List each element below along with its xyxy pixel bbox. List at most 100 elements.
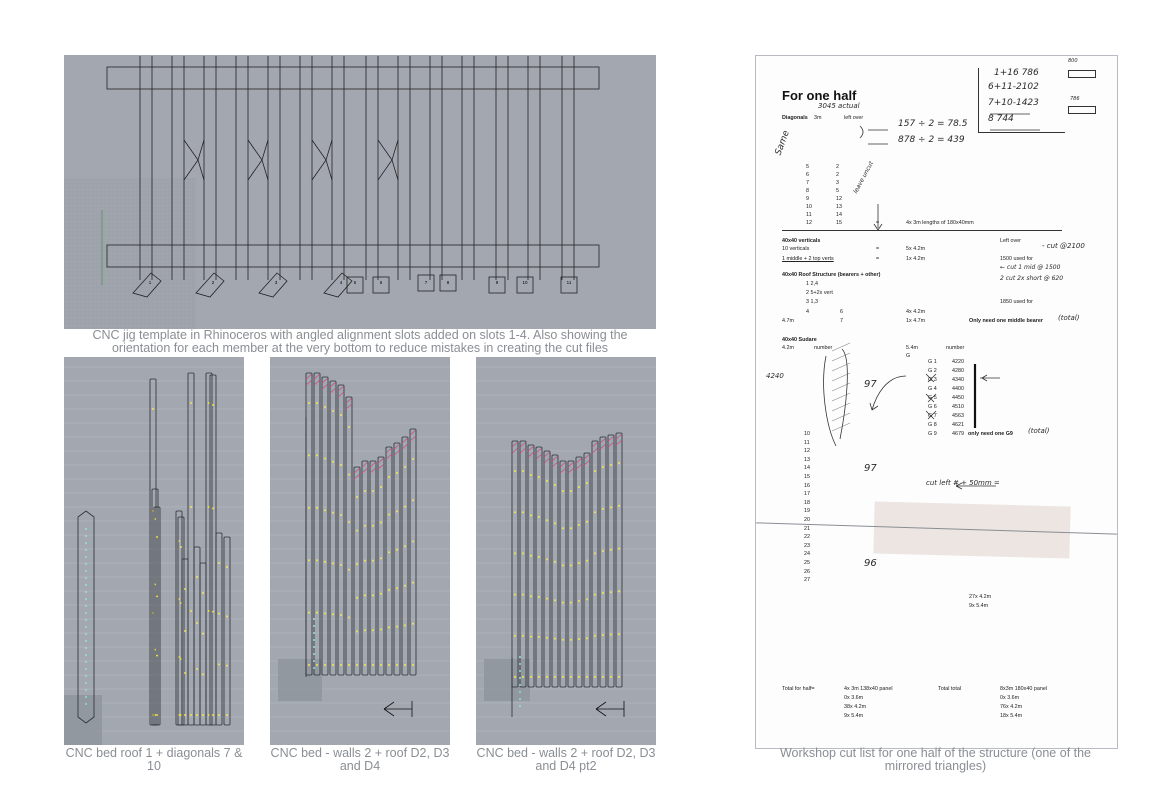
bed-marker [364, 629, 366, 632]
sudare-row-num: 27 [804, 577, 810, 584]
diagonals-header: Diagonals [782, 115, 808, 121]
bed-end-cut [615, 433, 623, 446]
hw-sketch-marks [823, 113, 1040, 490]
g-row-value: 4340 [952, 377, 964, 383]
roof-used: 1850 used for [1000, 299, 1033, 305]
bed-marker [578, 524, 580, 526]
sudare-row-num: 16 [804, 482, 810, 489]
bed-cyan-marker [85, 696, 87, 698]
bed-marker [180, 658, 182, 660]
bed-marker [178, 656, 180, 658]
diag-row-num: 10 [806, 204, 812, 210]
g-row-value: 4510 [952, 404, 964, 410]
summary-1: 27x 4.2m [969, 594, 992, 600]
bed-cyan-marker [313, 618, 315, 620]
bed-marker [618, 504, 620, 507]
bed-marker [152, 714, 154, 716]
bed-end-cut [535, 447, 543, 460]
diag-equals: = [876, 220, 880, 226]
bed-marker [226, 714, 228, 716]
cut-list-title: For one half [782, 88, 857, 103]
bed-member [401, 436, 409, 676]
bed-marker [396, 472, 398, 474]
slot-label-3: 3 [275, 280, 278, 285]
bed-cyan-marker [85, 640, 87, 642]
bed-marker [356, 596, 358, 599]
bed-cyan-marker [85, 584, 87, 586]
roof-col-2: 7 [840, 318, 843, 324]
diag-row-val: 12 [836, 196, 842, 202]
sudare-len: 4.2m [782, 345, 794, 351]
bed-marker [578, 600, 580, 602]
slot-label-2: 2 [212, 280, 215, 285]
bed-marker [538, 516, 540, 518]
bed-cyan-marker [519, 691, 521, 693]
bed-marker [208, 714, 210, 716]
g-row-value: 4679 [952, 431, 964, 437]
bed-marker [578, 638, 580, 640]
bed-end-cut [369, 461, 377, 474]
bed-marker [364, 664, 366, 666]
bed-marker [180, 602, 182, 604]
bed-member [535, 446, 543, 688]
verticals-row-1-b: = [876, 246, 880, 252]
hw-calc-1: 157 ÷ 2 = 78.5 [898, 119, 968, 129]
bed-marker [570, 676, 572, 678]
bed-marker [404, 624, 406, 627]
bed-marker [364, 559, 366, 562]
roof-val-1: 4x 4.2m [906, 309, 926, 315]
bed-end-cut [305, 373, 313, 386]
roof-row-2: 2 5+2x vert [806, 290, 833, 296]
sudare-row-num: 15 [804, 474, 810, 480]
sudare-header: 40x40 Sudare [782, 337, 817, 343]
bed-cyan-marker [85, 570, 87, 572]
bed-end-cut [361, 461, 369, 474]
bed-marker [180, 546, 182, 548]
bed-marker [218, 562, 220, 564]
bed-member [223, 536, 231, 726]
angled-slot [183, 139, 199, 181]
bed-cyan-marker [313, 660, 315, 662]
bed-member [205, 372, 213, 726]
sudare-row-num: 21 [804, 525, 810, 532]
g-note: only need one G9 [968, 431, 1013, 437]
verticals-row-1-c: 5x 4.2m [906, 246, 926, 252]
bed-marker [324, 457, 326, 460]
bed-marker [308, 559, 310, 562]
bed-marker [522, 634, 524, 637]
bed-marker [332, 562, 334, 565]
bed-cyan-marker [85, 591, 87, 593]
slot-label-4: 4 [340, 280, 343, 285]
total-half-3: 38x 4.2m [844, 704, 867, 710]
bed-marker [412, 664, 414, 666]
bed-member [519, 440, 527, 688]
g-row-value: 4280 [952, 368, 964, 374]
angled-slot [247, 139, 263, 181]
bed-marker [396, 510, 398, 513]
bed-marker [356, 563, 358, 566]
bed-member [567, 460, 575, 688]
bed-cyan-marker [85, 535, 87, 537]
bed-marker [388, 551, 390, 554]
bed-cyan-marker [85, 619, 87, 621]
bed-marker [530, 514, 532, 517]
bed-marker [332, 664, 334, 666]
total-total-3: 76x 4.2m [1000, 704, 1023, 710]
bed-marker [202, 673, 204, 676]
diag-row-num: 8 [806, 188, 809, 194]
bed-marker [218, 612, 220, 615]
bed-marker [412, 540, 414, 543]
bed-marker [372, 594, 374, 597]
bed-marker [412, 581, 414, 584]
g-row-value: 4563 [952, 413, 964, 419]
bed-marker [332, 410, 334, 412]
bed-marker [586, 676, 588, 678]
bed-marker [618, 590, 620, 593]
roof-row-1: 1 2,4 [806, 281, 818, 287]
bed-marker [380, 486, 382, 488]
slot-4 [323, 272, 353, 298]
bed-marker [152, 408, 154, 410]
bed-marker [522, 470, 524, 472]
